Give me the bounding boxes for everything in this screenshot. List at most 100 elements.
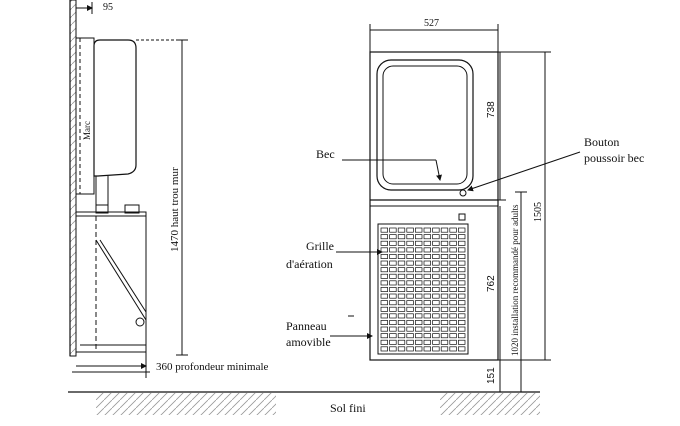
grille-slot — [406, 240, 414, 246]
grille-slot — [415, 320, 423, 325]
grille-slot — [397, 333, 406, 339]
grille-slot — [380, 267, 388, 273]
grille-slot — [423, 260, 431, 266]
grille-slot — [423, 326, 431, 332]
dim-upper: 738 — [486, 101, 497, 118]
grille-slot — [389, 240, 397, 246]
grille-slot — [397, 227, 406, 233]
label-spout: Bec — [316, 147, 335, 161]
grille-slot — [389, 287, 397, 292]
grille-slot — [432, 273, 440, 279]
grille-slot — [440, 300, 449, 306]
grille-slot — [380, 326, 388, 332]
grille-slot — [389, 333, 397, 339]
grille-slot — [415, 273, 423, 279]
label-grille-line1: Grille — [306, 239, 334, 253]
grille-slot — [406, 293, 414, 299]
grille-slot — [440, 260, 449, 266]
floor: Sol fini — [68, 391, 540, 415]
grille-slot — [406, 333, 414, 339]
grille-slot — [397, 313, 406, 319]
grille-slot — [423, 306, 431, 312]
grille-slot — [458, 320, 466, 325]
grille-slot — [432, 306, 440, 312]
grille-slot — [449, 326, 457, 332]
grille-slot — [397, 267, 406, 273]
grille-slot — [458, 326, 466, 332]
label-grille-line2: d'aération — [286, 257, 333, 271]
grille-slot — [397, 320, 406, 325]
grille-slot — [458, 306, 466, 312]
grille-slot — [389, 300, 397, 306]
grille-slot — [432, 339, 440, 345]
grille-slot — [432, 300, 440, 306]
grille-slot — [458, 240, 466, 246]
grille-slot — [397, 293, 406, 299]
grille-slot — [423, 273, 431, 279]
grille-slot — [380, 254, 388, 259]
grille-slot — [432, 260, 440, 266]
grille-slot — [389, 273, 397, 279]
grille-slot — [432, 267, 440, 273]
grille-slot — [432, 333, 440, 339]
grille-slot — [389, 320, 397, 325]
grille-slot — [389, 293, 397, 299]
grille-slot — [406, 273, 414, 279]
grille-slot — [432, 320, 440, 325]
grille-slot — [458, 254, 466, 259]
grille-slot — [406, 234, 414, 240]
basin-window — [376, 59, 474, 191]
grille-slot — [389, 280, 397, 286]
label-button-line1: Bouton — [584, 135, 619, 149]
label-panel-line1: Panneau — [286, 319, 327, 333]
grille-slot — [423, 320, 431, 325]
grille-slot — [449, 300, 457, 306]
grille-slot — [458, 293, 466, 299]
grille-slot — [380, 339, 388, 345]
grille-slot — [458, 300, 466, 306]
grille-slot — [440, 247, 449, 253]
grille-slot — [397, 346, 406, 352]
grille-slot — [423, 339, 431, 345]
grille-slot — [432, 234, 440, 240]
grille-slot — [458, 267, 466, 273]
grille-slot — [397, 326, 406, 332]
grille-slot — [449, 339, 457, 345]
grille-slot — [449, 306, 457, 312]
grille-slot — [449, 234, 457, 240]
grille-slot — [380, 227, 388, 233]
grille-slot — [440, 240, 449, 246]
grille-slot — [406, 346, 414, 352]
label-wall: Marc — [82, 121, 92, 140]
grille-slot — [440, 280, 449, 286]
grille-slot — [423, 280, 431, 286]
grille-slot — [380, 306, 388, 312]
grille-slot — [458, 280, 466, 286]
grille-slot — [449, 254, 457, 259]
grille-slot — [440, 234, 449, 240]
grille-slot — [380, 300, 388, 306]
grille-slot — [380, 287, 388, 292]
grille-slot — [432, 254, 440, 259]
grille-slot — [397, 247, 406, 253]
label-button-line2: poussoir bec — [584, 151, 644, 165]
grille-slot — [380, 260, 388, 266]
grille-slot — [406, 306, 414, 312]
grille-slot — [380, 234, 388, 240]
grille-slot — [389, 260, 397, 266]
grille-slot — [440, 346, 449, 352]
grille-slot — [415, 234, 423, 240]
dim-total: 1505 — [533, 202, 544, 222]
dim-base: 151 — [486, 367, 497, 384]
grille-slot — [397, 234, 406, 240]
grille-slot — [415, 339, 423, 345]
grille-slot — [423, 287, 431, 292]
grille-slot — [440, 333, 449, 339]
grille-slot — [406, 339, 414, 345]
grille-slot — [432, 240, 440, 246]
grille-slot — [415, 333, 423, 339]
dim-height-hole: 1470 haut trou mur — [169, 167, 181, 252]
grille-slot — [423, 333, 431, 339]
grille-slot — [415, 306, 423, 312]
grille-slot — [449, 280, 457, 286]
